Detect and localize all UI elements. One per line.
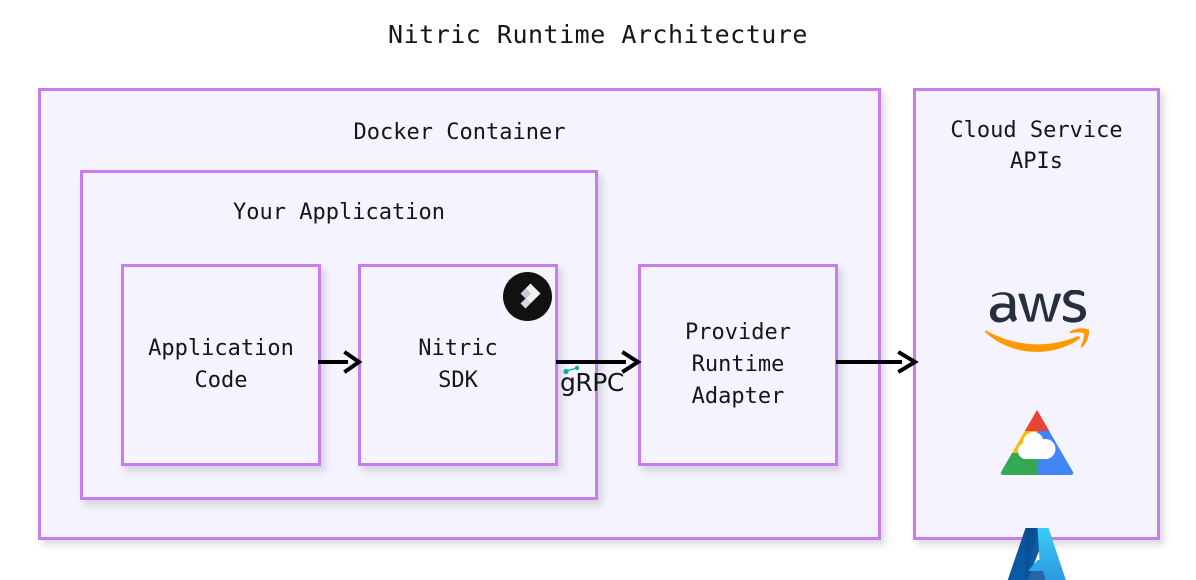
nitric-sdk-label: Nitric SDK: [418, 336, 498, 393]
application-code-label: Application Code: [148, 336, 294, 393]
arrow-nitric-sdk-to-provider-runtime-adapter: [556, 350, 642, 374]
aws-logo-icon: [984, 290, 1089, 352]
gcp-logo-item[interactable]: [916, 399, 1157, 485]
nitric-logo-icon: [503, 272, 552, 321]
provider-runtime-adapter-label: Provider Runtime Adapter: [685, 320, 791, 409]
arrow-application-code-to-nitric-sdk: [318, 350, 363, 374]
cloud-service-apis-label: Cloud Service APIs: [950, 118, 1123, 174]
azure-logo-icon: [1007, 528, 1066, 580]
aws-logo-item[interactable]: [916, 285, 1157, 357]
arrow-provider-runtime-adapter-to-cloud-service-apis: [836, 350, 919, 374]
grpc-edge-label: gRPC: [560, 368, 624, 397]
your-application-label: Your Application: [233, 200, 445, 225]
docker-container-label: Docker Container: [353, 120, 566, 145]
provider-runtime-adapter-node[interactable]: Provider Runtime Adapter: [638, 264, 838, 466]
google-cloud-logo-icon: [1000, 410, 1073, 475]
cloud-service-apis-group: Cloud Service APIs: [913, 88, 1160, 580]
page-title: Nitric Runtime Architecture: [388, 20, 808, 49]
grpc-logo-icon: [563, 365, 580, 375]
azure-logo-item[interactable]: [916, 515, 1157, 580]
application-code-node[interactable]: Application Code: [121, 264, 321, 466]
